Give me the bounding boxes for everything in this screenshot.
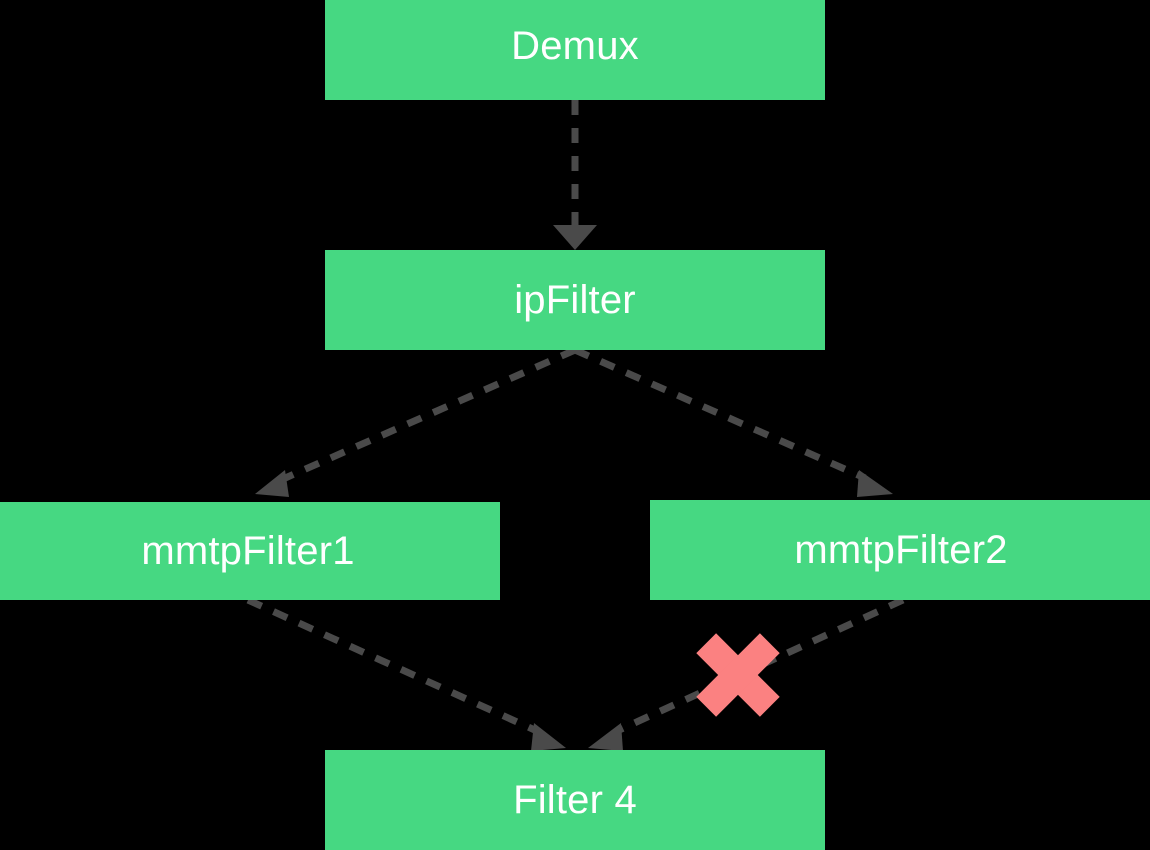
- arrowhead-icon: [588, 723, 623, 751]
- node-mmtpfilter2[interactable]: mmtpFilter2: [650, 500, 1150, 600]
- node-label: ipFilter: [514, 278, 636, 322]
- arrowhead-icon: [857, 470, 893, 497]
- edge-mmtpfilter2-to-filter4: [588, 596, 905, 751]
- node-mmtpfilter1[interactable]: mmtpFilter1: [0, 502, 500, 600]
- edge-line: [281, 346, 577, 483]
- edge-line: [246, 596, 539, 735]
- arrowhead-icon: [531, 723, 566, 751]
- edge-ipfilter-to-mmtpfilter2: [573, 346, 893, 497]
- arrowhead-icon: [553, 225, 597, 250]
- node-label: Filter 4: [513, 778, 637, 822]
- edge-demux-to-ipfilter: [553, 100, 597, 250]
- edge-line: [615, 596, 905, 735]
- node-label: mmtpFilter2: [794, 528, 1008, 572]
- blocked-x-icon: [696, 633, 780, 717]
- node-label: mmtpFilter1: [141, 529, 355, 573]
- arrowhead-icon: [255, 470, 289, 497]
- edge-mmtpfilter1-to-filter4: [246, 596, 566, 751]
- node-filter4[interactable]: Filter 4: [325, 750, 825, 850]
- node-ipfilter[interactable]: ipFilter: [325, 250, 825, 350]
- edge-ipfilter-to-mmtpfilter1: [255, 346, 577, 497]
- edge-line: [573, 346, 867, 482]
- node-label: Demux: [511, 24, 639, 68]
- node-demux[interactable]: Demux: [325, 0, 825, 100]
